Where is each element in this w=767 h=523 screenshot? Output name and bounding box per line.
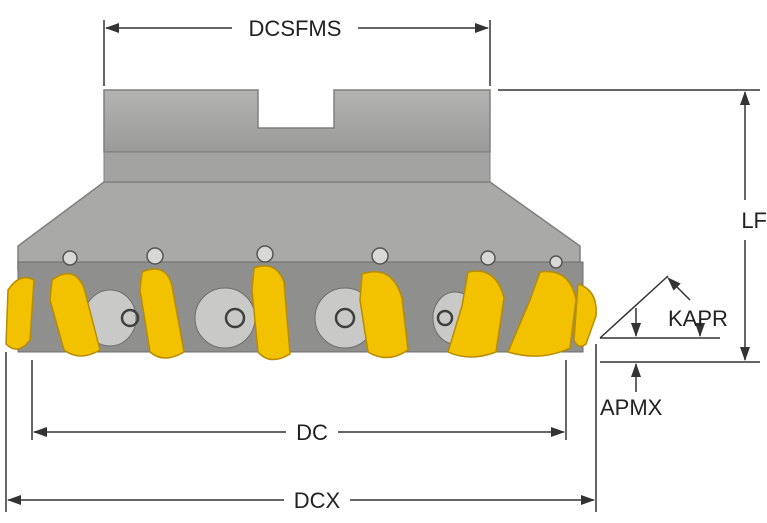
insert bbox=[506, 270, 577, 357]
inserts bbox=[5, 265, 597, 361]
insert bbox=[49, 272, 101, 357]
kapr-arrow bbox=[667, 277, 691, 301]
label-dcsfms: DCSFMS bbox=[249, 16, 342, 41]
label-lf: LF bbox=[741, 208, 767, 233]
insert bbox=[359, 271, 409, 359]
insert bbox=[447, 270, 505, 358]
label-dc: DC bbox=[296, 420, 328, 445]
insert bbox=[251, 265, 291, 361]
insert bbox=[5, 276, 35, 350]
insert-screws bbox=[62, 245, 563, 269]
tapered-body bbox=[17, 181, 581, 271]
label-dcx: DCX bbox=[294, 488, 341, 513]
dimension-labels: DCSFMS LF KAPR APMX DC DCX bbox=[249, 16, 767, 513]
clamp-screws bbox=[120, 307, 454, 329]
shank bbox=[103, 89, 491, 153]
shoulder-band bbox=[103, 151, 491, 183]
insert bbox=[139, 268, 185, 359]
label-apmx: APMX bbox=[600, 395, 663, 420]
insert bbox=[573, 283, 597, 347]
label-kapr: KAPR bbox=[668, 306, 728, 331]
dimension-lines bbox=[5, 20, 760, 512]
